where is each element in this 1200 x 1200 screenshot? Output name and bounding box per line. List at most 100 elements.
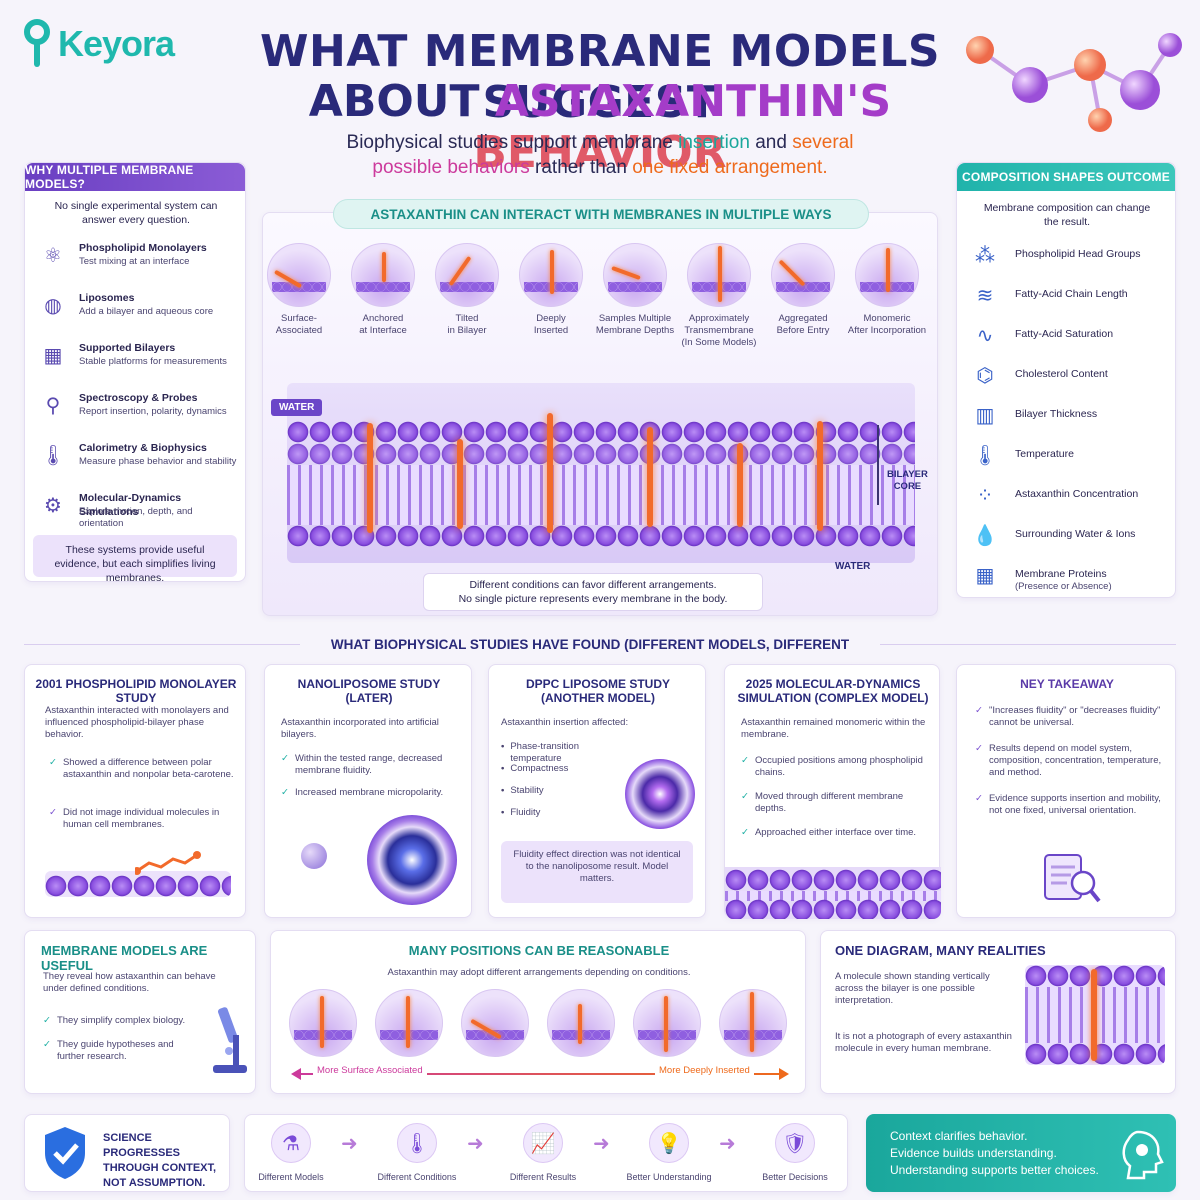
astaxanthin-molecule-icon — [886, 248, 890, 292]
study-dppc-note: Fluidity effect direction was not identi… — [501, 841, 693, 903]
why-models-card: WHY MULTIPLE MEMBRANE MODELS? No single … — [24, 162, 246, 584]
composition-item-label: Fatty-Acid Chain Length — [1015, 288, 1128, 300]
way-illustration-0 — [267, 243, 331, 307]
way-illustration-5 — [687, 243, 751, 307]
shield-check-icon — [45, 1127, 85, 1179]
vertical-astaxanthin-icon — [1091, 969, 1097, 1061]
composition-item-label: Cholesterol Content — [1015, 368, 1108, 380]
arrow-left-icon — [291, 1068, 301, 1080]
study-dppc-text: Astaxanthin insertion affected: — [501, 717, 629, 728]
takeaway-b3: ✓Evidence supports insertion and mobilit… — [975, 793, 1161, 816]
chart-icon: 📈 — [523, 1123, 563, 1163]
dppc-bullet: •Fluidity — [501, 807, 541, 818]
composition-item-label: Fatty-Acid Saturation — [1015, 328, 1114, 340]
shield-check-icon: 🛡 — [775, 1123, 815, 1163]
molecule-icon: ⚙ — [44, 494, 62, 517]
astaxanthin-molecule-icon — [664, 996, 668, 1052]
why-item-desc: Explore motion, depth, and orientation — [79, 506, 193, 529]
takeaway-card: NEY TAKEAWAY ✓"Increases fluidity" or "d… — [956, 664, 1176, 918]
ways-header: ASTAXANTHIN CAN INTERACT WITH MEMBRANES … — [333, 199, 869, 229]
clipboard-magnifier-icon — [1044, 854, 1101, 903]
microscope-icon — [213, 1007, 247, 1073]
molecule-node-icon — [301, 843, 327, 869]
found-header: WHAT BIOPHYSICAL STUDIES HAVE FOUND (DIF… — [300, 632, 880, 678]
composition-item-label: Membrane Proteins — [1015, 568, 1107, 580]
cholesterol-icon: ⌬ — [976, 364, 994, 387]
position-illustration-4 — [633, 989, 701, 1057]
context-text: Context clarifies behavior.Evidence buil… — [890, 1129, 1099, 1177]
molecule-decoration — [966, 33, 1182, 132]
flow-label: Better Decisions — [762, 1172, 828, 1182]
flow-label: Different Results — [509, 1172, 577, 1182]
page-title-line1: WHAT MEMBRANE MODELS SUGGEST — [259, 26, 941, 128]
astaxanthin-molecule-icon — [550, 250, 554, 294]
study-monolayer-b2: ✓Did not image individual molecules in h… — [49, 807, 220, 830]
positions-title: MANY POSITIONS CAN BE REASONABLE — [408, 943, 670, 958]
study-md-b2: ✓Moved through different membrane depths… — [741, 791, 904, 814]
flow-label: Different Conditions — [377, 1172, 457, 1182]
astaxanthin-molecule-icon — [647, 427, 653, 527]
concentration-icon: ⁘ — [976, 484, 994, 507]
astaxanthin-molecule-icon — [406, 996, 410, 1048]
dppc-liposome-icon — [625, 759, 695, 829]
membrane-illustration — [287, 383, 915, 563]
takeaway-b2: ✓Results depend on model system, composi… — [975, 743, 1162, 778]
astaxanthin-molecule-icon — [320, 996, 324, 1048]
study-dppc-card: DPPC LIPOSOME STUDY(ANOTHER MODEL) Astax… — [488, 664, 706, 918]
study-nanoliposome-card: NANOLIPOSOME STUDY(LATER) Astaxanthin in… — [264, 664, 472, 918]
thickness-icon: ▥ — [975, 404, 995, 427]
head-lightbulb-icon — [1122, 1130, 1164, 1180]
positions-arrow-line — [297, 1073, 781, 1075]
useful-b1: ✓They simplify complex biology. — [43, 1015, 186, 1026]
position-illustration-1 — [375, 989, 443, 1057]
astaxanthin-molecule-icon — [750, 992, 754, 1052]
positions-card: MANY POSITIONS CAN BE REASONABLE Astaxan… — [270, 930, 806, 1094]
why-item-title: Calorimetry & Biophysics — [79, 442, 207, 454]
why-item-title: Phospholipid Monolayers — [79, 242, 207, 254]
useful-title: MEMBRANE MODELS ARE USEFUL — [41, 943, 208, 973]
ways-card: ASTAXANTHIN CAN INTERACT WITH MEMBRANES … — [262, 199, 938, 616]
flow-card: ⚗Different Models➜🌡Different Conditions➜… — [244, 1114, 848, 1192]
useful-b2: ✓They guide hypotheses and further resea… — [43, 1039, 174, 1062]
brand-name: Keyora — [58, 23, 175, 64]
diagram-membrane-illustration — [1025, 965, 1165, 1065]
study-nanoliposome-b1: ✓Within the tested range, decreased memb… — [281, 753, 443, 776]
flask-icon: ⚗ — [271, 1123, 311, 1163]
flow-label: Different Models — [258, 1172, 324, 1182]
way-label: Surface-Associated — [275, 313, 323, 336]
positions-text: Astaxanthin may adopt different arrangem… — [387, 967, 691, 978]
probe-icon: ⚲ — [45, 394, 61, 417]
thermometer-icon: 🌡 — [972, 444, 998, 467]
positions-right-label: More Deeply Inserted — [655, 1065, 754, 1077]
position-illustration-5 — [719, 989, 787, 1057]
astaxanthin-molecule-icon — [547, 413, 553, 533]
composition-item-sub: (Presence or Absence) — [1015, 581, 1112, 592]
page-subtitle: Biophysical studies support membrane ins… — [346, 132, 854, 178]
positions-left-label: More Surface Associated — [313, 1065, 427, 1077]
composition-item-label: Phospholipid Head Groups — [1015, 248, 1141, 260]
way-illustration-4 — [603, 243, 667, 307]
astaxanthin-molecule-icon — [718, 246, 722, 302]
arrow-right-icon: ➜ — [341, 1133, 358, 1155]
study-md-b1: ✓Occupied positions among phospholipid c… — [741, 755, 923, 778]
way-illustration-3 — [519, 243, 583, 307]
study-nanoliposome-title: NANOLIPOSOME STUDY(LATER) — [297, 677, 441, 705]
head-group-icon: ⁂ — [975, 244, 995, 267]
diagram-p1: A molecule shown standing vertically acr… — [835, 971, 990, 1006]
why-item-title: Spectroscopy & Probes — [79, 392, 198, 404]
arrow-right-icon: ➜ — [719, 1133, 736, 1155]
diagram-title: ONE DIAGRAM, MANY REALITIES — [835, 943, 1046, 958]
position-illustration-2 — [461, 989, 529, 1057]
astaxanthin-molecule-icon — [611, 265, 641, 281]
arrow-right-icon: ➜ — [467, 1133, 484, 1155]
astaxanthin-molecule-icon — [737, 443, 743, 527]
study-monolayer-title: 2001 PHOSPHOLIPID MONOLAYER STUDY — [35, 677, 237, 705]
diagram-card: ONE DIAGRAM, MANY REALITIES A molecule s… — [820, 930, 1176, 1094]
water-top-label: WATER — [271, 399, 323, 416]
why-item-title: Supported Bilayers — [79, 342, 176, 354]
saturation-icon: ∿ — [976, 324, 994, 347]
study-dppc-title: DPPC LIPOSOME STUDY(ANOTHER MODEL) — [525, 677, 671, 705]
